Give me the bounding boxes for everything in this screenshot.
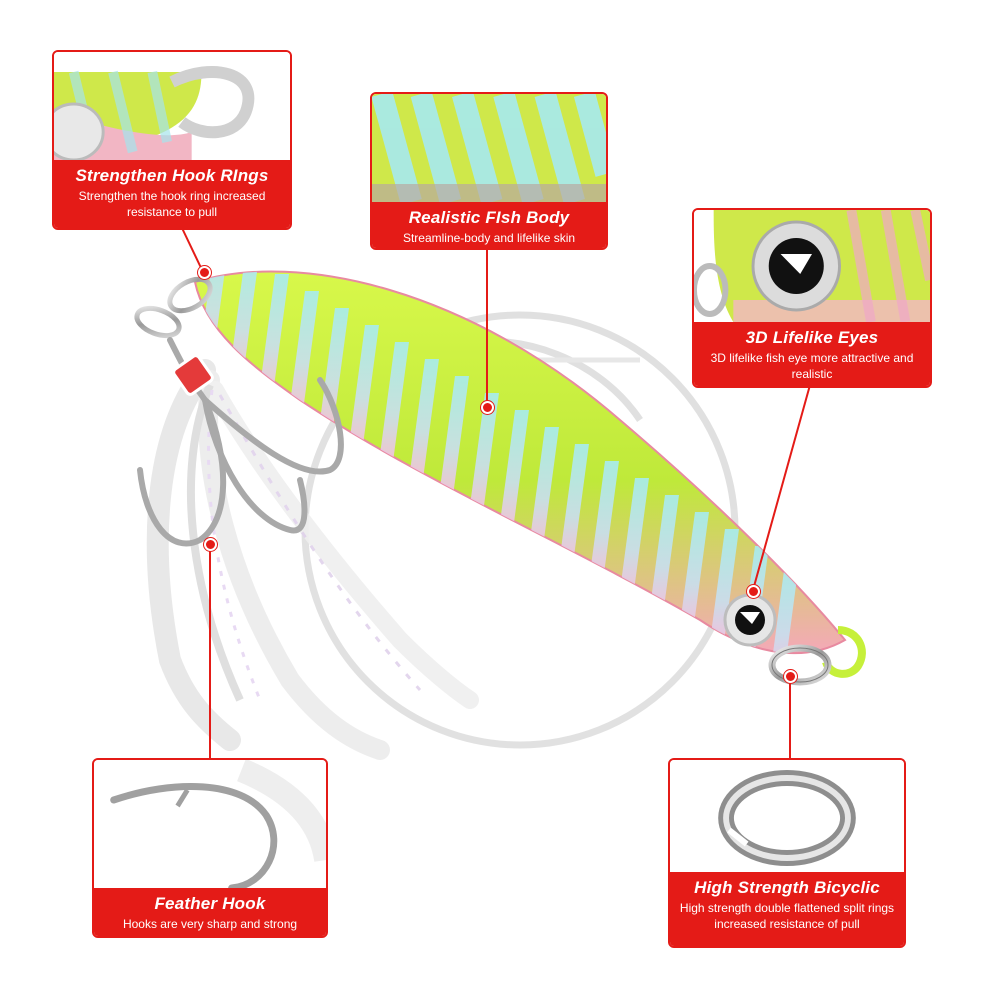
callout-description: Hooks are very sharp and strong: [122, 917, 298, 931]
body-stripe: [709, 529, 739, 649]
body-stripe: [619, 478, 649, 598]
anchor-dot-split-ring: [784, 670, 797, 683]
body-stripe: [409, 359, 439, 479]
caption-hook-rings: Strengthen Hook RIngs Strengthen the hoo…: [54, 160, 290, 228]
caption-eyes: 3D Lifelike Eyes 3D lifelike fish eye mo…: [694, 322, 930, 386]
head-ring-icon: [134, 276, 213, 339]
lure-body: [193, 270, 866, 678]
body-stripe: [559, 444, 589, 564]
leader-lines: [181, 227, 811, 758]
body-stripe: [649, 495, 679, 615]
caption-fish-body: Realistic FIsh Body Streamline-body and …: [372, 202, 606, 248]
callout-feather-hook: Feather Hook Hooks are very sharp and st…: [92, 758, 328, 938]
caption-split-ring: High Strength Bicyclic High strength dou…: [670, 872, 904, 946]
callout-description: Strengthen the hook ring increased resis…: [78, 189, 266, 219]
eye-closeup: [694, 210, 930, 322]
callout-eyes: 3D Lifelike Eyes 3D lifelike fish eye mo…: [692, 208, 932, 388]
split-ring-closeup: [670, 760, 904, 872]
callout-title: 3D Lifelike Eyes: [745, 328, 879, 347]
callout-fish-body: Realistic FIsh Body Streamline-body and …: [370, 92, 608, 250]
body-stripe: [439, 376, 469, 496]
callout-title: Realistic FIsh Body: [408, 208, 570, 227]
split-ring-icon: [768, 644, 832, 686]
body-stripe: [589, 461, 619, 581]
hook-ring-closeup: [54, 52, 290, 160]
fish-body-closeup: [372, 94, 606, 202]
body-stripe: [289, 291, 319, 411]
callout-description: Streamline-body and lifelike skin: [402, 231, 576, 245]
callout-title: High Strength Bicyclic: [694, 878, 880, 897]
caption-feather-hook: Feather Hook Hooks are very sharp and st…: [94, 888, 326, 936]
callout-description: High strength double flattened split rin…: [679, 901, 895, 931]
body-stripe: [229, 271, 259, 377]
callout-hook-rings: Strengthen Hook RIngs Strengthen the hoo…: [52, 50, 292, 230]
body-stripe: [349, 325, 379, 445]
body-stripe: [529, 427, 559, 547]
treble-hook-icon: [137, 337, 344, 547]
feather-hook-closeup: [94, 760, 326, 888]
body-stripe: [499, 410, 529, 530]
callout-split-ring: High Strength Bicyclic High strength dou…: [668, 758, 906, 948]
body-stripe: [319, 308, 349, 428]
anchor-dot-feather-hook: [204, 538, 217, 551]
callout-title: Strengthen Hook RIngs: [75, 166, 269, 185]
fish-eye-icon: [723, 593, 777, 647]
body-stripe: [379, 342, 409, 462]
anchor-dot-fish-body: [481, 401, 494, 414]
body-stripe: [469, 393, 499, 513]
body-stripe: [259, 274, 289, 394]
anchor-dot-hook-rings: [198, 266, 211, 279]
feather-icon: [146, 359, 479, 760]
body-stripe: [679, 512, 709, 632]
anchor-dot-eyes: [747, 585, 760, 598]
callout-title: Feather Hook: [154, 894, 266, 913]
callout-description: 3D lifelike fish eye more attractive and…: [710, 351, 914, 381]
